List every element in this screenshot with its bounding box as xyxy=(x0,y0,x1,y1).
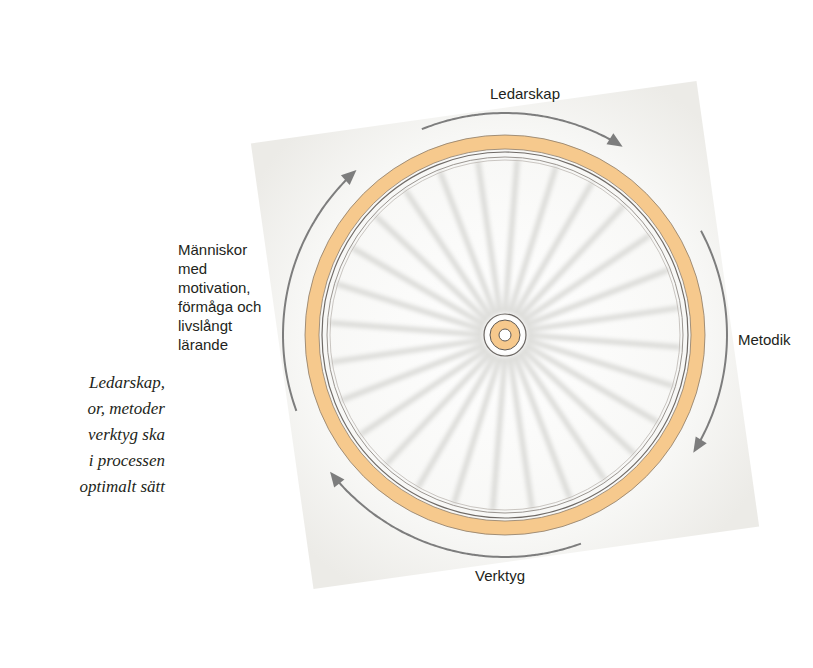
tire xyxy=(305,135,705,535)
arrowhead xyxy=(606,133,622,146)
rim xyxy=(327,157,683,513)
cycle-arrow xyxy=(699,231,727,443)
stage-label: Människor med motivation, förmåga och li… xyxy=(178,240,270,354)
caption-line: or, metoder xyxy=(88,398,165,420)
spoke xyxy=(510,356,532,508)
caption-line: Ledarskap, xyxy=(89,372,165,394)
spoke xyxy=(526,308,678,330)
rim xyxy=(322,152,688,518)
spoke xyxy=(478,161,500,313)
spoke xyxy=(360,349,488,435)
spoke xyxy=(525,270,669,326)
spoke xyxy=(526,340,673,386)
spoke xyxy=(515,355,571,499)
arrowhead xyxy=(693,436,706,452)
spoke xyxy=(341,345,485,401)
background-square xyxy=(251,81,759,589)
rim xyxy=(330,160,680,510)
cycle-arrow xyxy=(337,481,580,557)
axle xyxy=(499,329,511,341)
spokes xyxy=(329,159,680,510)
stage-label: Verktyg xyxy=(475,566,525,585)
spoke xyxy=(454,356,500,503)
spoke xyxy=(405,190,491,318)
caption-line: verktyg ska xyxy=(88,424,165,446)
spoke xyxy=(337,284,484,330)
stage-label: Ledarskap xyxy=(490,84,560,103)
caption-line: optimalt sätt xyxy=(80,476,165,498)
arrowhead xyxy=(330,472,344,488)
spoke xyxy=(510,167,556,314)
cycle-arrow xyxy=(422,113,613,141)
stage-label: Metodik xyxy=(738,330,791,349)
hub-ring xyxy=(484,314,526,356)
hub xyxy=(490,320,520,350)
arrowhead xyxy=(341,170,356,185)
cycle-arrow xyxy=(283,178,348,411)
spoke xyxy=(522,235,650,321)
spoke xyxy=(331,340,483,362)
spoke xyxy=(440,171,496,315)
caption-line: i processen xyxy=(89,450,165,472)
spoke xyxy=(519,352,605,480)
